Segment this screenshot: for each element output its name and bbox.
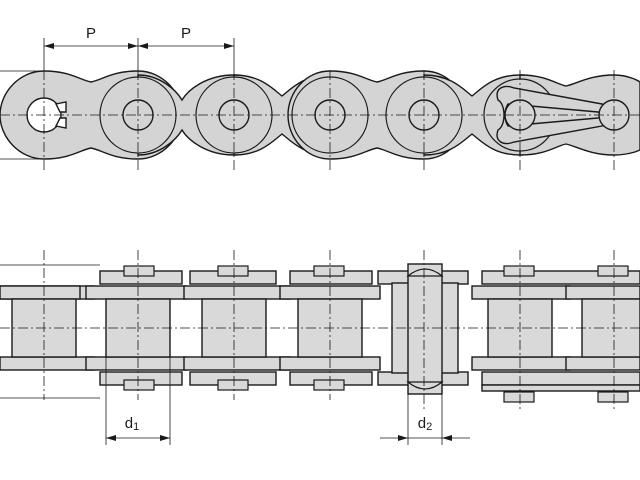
- inner-plate: [565, 285, 640, 300]
- top-view: P P: [0, 25, 640, 172]
- arrow-head: [128, 43, 138, 49]
- arrow-head: [106, 435, 116, 441]
- arrow-head: [44, 43, 54, 49]
- arrow-head: [398, 435, 408, 441]
- inner-plate: [471, 356, 571, 371]
- pin-head-cap: [406, 268, 444, 277]
- pin-head: [123, 379, 155, 391]
- pin-head: [217, 379, 249, 391]
- spring-clip-side: [481, 384, 640, 392]
- inner-plate: [471, 285, 571, 300]
- pin-heads: [123, 265, 640, 403]
- hole-notch: [54, 117, 67, 129]
- pitch-label: P: [181, 25, 191, 42]
- pin-head: [503, 391, 535, 403]
- pitch-label: P: [86, 25, 96, 42]
- pitch-dimension: P P: [43, 25, 235, 70]
- connecting-pin-body: [407, 263, 443, 395]
- inner-plate: [0, 285, 81, 300]
- pin-diameter-dimension: d2: [380, 394, 470, 445]
- inner-plate: [183, 285, 291, 300]
- roller-diameter-dimension: d1: [105, 357, 171, 445]
- pin-head: [503, 265, 535, 277]
- roller-diameter-label: d1: [125, 415, 139, 433]
- outer-plate: [0, 356, 95, 371]
- pin-head-cap: [406, 381, 444, 390]
- arrow-head: [224, 43, 234, 49]
- side-view: d1 d2: [0, 250, 640, 445]
- pin-head: [217, 265, 249, 277]
- pin-head: [597, 391, 629, 403]
- inner-plate: [183, 356, 291, 371]
- inner-plate: [85, 356, 187, 371]
- pin-head: [123, 265, 155, 277]
- arrow-head: [160, 435, 170, 441]
- outer-plate: [481, 371, 640, 386]
- pin-head: [313, 379, 345, 391]
- arrow-head: [442, 435, 452, 441]
- inner-plate: [85, 285, 187, 300]
- pin-head: [597, 265, 629, 277]
- hole-notch: [54, 101, 67, 113]
- inner-plate: [565, 356, 640, 371]
- pin-diameter-label: d2: [418, 415, 432, 433]
- pin-head: [313, 265, 345, 277]
- arrow-head: [138, 43, 148, 49]
